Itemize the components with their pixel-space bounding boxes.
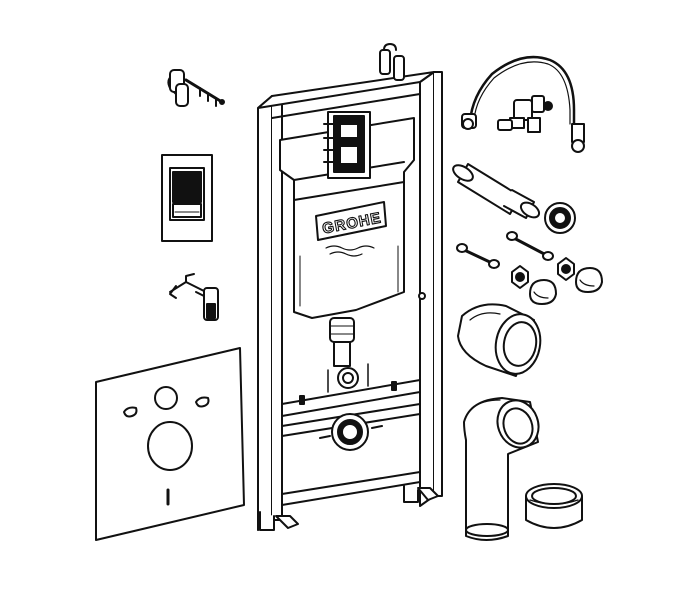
- pipe-sleeve: [525, 483, 583, 529]
- bend-pipe: [463, 397, 540, 541]
- actuator-rod: [169, 273, 219, 321]
- fixing-bolts: [456, 231, 603, 305]
- frame-flush-outlet: [299, 317, 397, 451]
- water-supply-hose: [461, 55, 585, 153]
- sound-insulation-mat: [95, 347, 245, 541]
- flush-plate: [161, 154, 213, 242]
- wall-bracket: [167, 69, 225, 107]
- pan-connector: [457, 303, 542, 377]
- flush-pipe: [452, 163, 576, 234]
- flush-cistern: GROHE: [279, 111, 415, 319]
